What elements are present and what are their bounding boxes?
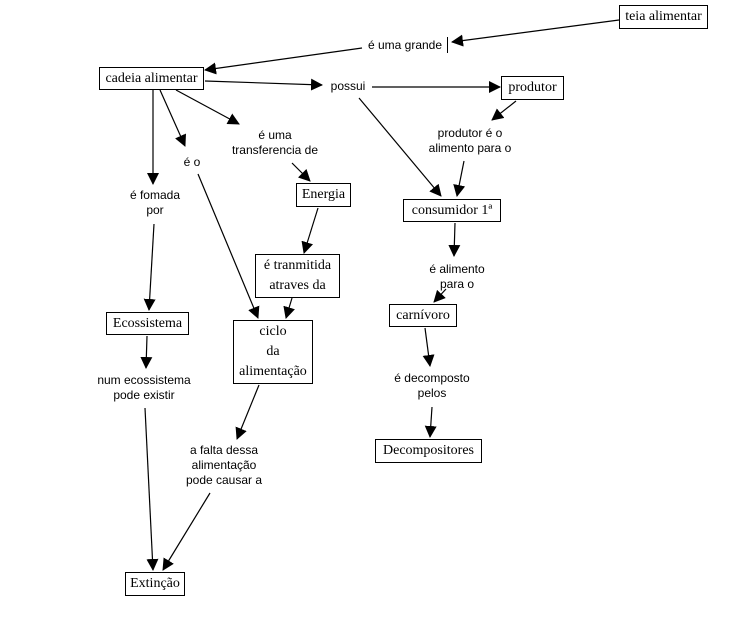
- connection-cadeia-to-e-o: [159, 89, 186, 147]
- connection-consumidor-to-e-alimento: [448, 222, 461, 257]
- connection-tranmitida-to-ciclo: [283, 297, 295, 319]
- link-label-num-ecossistema[interactable]: num ecossistema pode existir: [97, 373, 191, 402]
- connection-alimento-to-consumidor: [453, 160, 466, 197]
- link-label-e-decomposto-pelos[interactable]: é decomposto pelos: [394, 371, 470, 400]
- node-cadeia-alimentar[interactable]: cadeia alimentar: [99, 67, 204, 90]
- link-label-e-fomada-por[interactable]: é fomada por: [129, 188, 181, 217]
- node-consumidor[interactable]: consumidor 1ª: [403, 199, 501, 222]
- node-tranmitida[interactable]: é tranmitida atraves da: [255, 254, 340, 298]
- link-label-a-falta-dessa[interactable]: a falta dessa alimentação pode causar a: [185, 443, 263, 487]
- text-cursor: [447, 37, 448, 53]
- link-label-e-uma-transferencia[interactable]: é uma transferencia de: [231, 128, 319, 157]
- node-ciclo-da-alimentacao[interactable]: ciclo da alimentação: [233, 320, 313, 384]
- node-ecossistema[interactable]: Ecossistema: [106, 312, 189, 335]
- link-label-e-o[interactable]: é o: [183, 155, 201, 169]
- node-decompositores[interactable]: Decompositores: [375, 439, 482, 463]
- connection-cadeia-to-transferencia: [175, 89, 240, 125]
- connection-cadeia-to-possui: [204, 78, 323, 91]
- connection-fomada-to-ecossistema: [143, 223, 156, 311]
- connection-num-to-extincao: [144, 407, 159, 571]
- link-label-produtor-e-o-alimento[interactable]: produtor é o alimento para o: [428, 126, 512, 155]
- connection-falta-to-extincao: [162, 492, 211, 571]
- link-label-e-alimento-para-o[interactable]: é alimento para o: [429, 262, 485, 291]
- connection-decomposto-to-decompositores: [424, 406, 437, 438]
- node-extincao[interactable]: Extinção: [125, 572, 185, 596]
- connection-possui-to-consumidor: [358, 97, 442, 197]
- connection-ciclo-to-falta: [235, 384, 260, 440]
- node-teia-alimentar[interactable]: teia alimentar: [619, 5, 708, 29]
- connection-energia-to-tranmitida: [301, 207, 319, 254]
- connection-e-uma-grande-to-cadeia: [204, 47, 363, 75]
- connection-carnivoro-to-decomposto: [422, 327, 435, 367]
- connection-e-o-to-ciclo: [197, 173, 260, 319]
- link-label-e-uma-grande[interactable]: é uma grande: [367, 38, 443, 52]
- connection-ecossistema-to-num: [140, 335, 153, 369]
- link-label-possui[interactable]: possui: [330, 79, 366, 93]
- node-energia[interactable]: Energia: [296, 183, 351, 207]
- connection-teia-to-e-uma-grande: [451, 19, 620, 47]
- connection-produtor-to-alimento: [491, 100, 517, 121]
- connection-e-alimento-to-carnivoro: [433, 288, 447, 303]
- node-produtor[interactable]: produtor: [501, 76, 564, 100]
- node-carnivoro[interactable]: carnívoro: [389, 304, 457, 327]
- connection-transferencia-to-energia: [291, 162, 311, 182]
